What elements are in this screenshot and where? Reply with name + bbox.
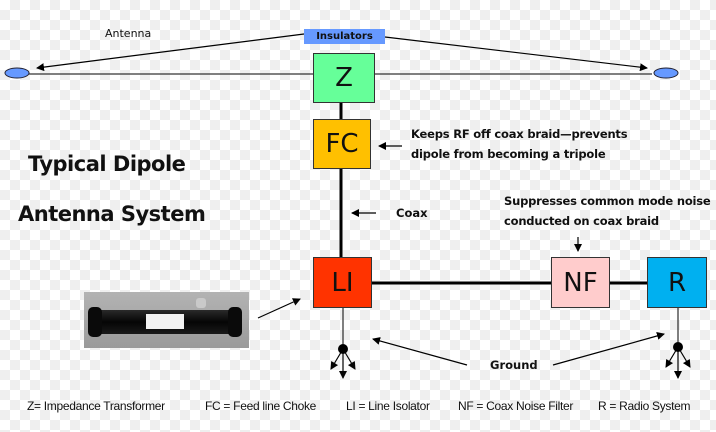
isolator-cap-left xyxy=(88,307,102,337)
box-radio-system: R xyxy=(647,257,707,308)
ground-arrow-left xyxy=(372,337,468,366)
end-insulator-left xyxy=(4,67,30,79)
legend-fc: FC = Feed line Choke xyxy=(205,399,317,413)
isolator-cap-right xyxy=(228,307,242,337)
box-nf-label: NF xyxy=(563,267,598,298)
legend-r: R = Radio System xyxy=(598,399,691,413)
legend-li: LI = Line Isolator xyxy=(346,399,430,413)
box-impedance-transformer: Z xyxy=(313,53,375,103)
ground-symbol-li xyxy=(330,308,356,379)
choke-note-line1: Keeps RF off coax braid—prevents xyxy=(411,127,628,141)
box-r-label: R xyxy=(667,267,687,298)
wingnut xyxy=(196,298,206,308)
coax-label: Coax xyxy=(396,206,428,220)
box-z-label: Z xyxy=(335,63,353,93)
box-li-label: LI xyxy=(331,267,354,298)
legend-nf: NF = Coax Noise Filter xyxy=(458,399,574,413)
antenna-arrow-left xyxy=(36,33,305,72)
insulators-label: Insulators xyxy=(316,31,373,42)
filter-note: Suppresses common mode noise conducted o… xyxy=(504,191,711,231)
line-isolator-photo xyxy=(84,292,249,348)
ground-label: Ground xyxy=(490,358,538,372)
box-noise-filter: NF xyxy=(551,257,610,308)
filter-note-line2: conducted on coax braid xyxy=(504,214,659,228)
box-line-isolator: LI xyxy=(313,257,372,308)
diagram-title-line1: Typical Dipole xyxy=(28,152,186,176)
photo-arrow xyxy=(257,298,301,319)
choke-note-line2: dipole from becoming a tripole xyxy=(411,147,606,161)
isolator-label-tag xyxy=(146,314,184,329)
center-insulator: Insulators xyxy=(304,29,385,44)
ground-arrow-right xyxy=(552,332,665,366)
antenna-arrow-right xyxy=(384,36,648,72)
filter-note-line1: Suppresses common mode noise xyxy=(504,194,711,208)
legend-z: Z= Impedance Transformer xyxy=(27,399,165,413)
antenna-label: Antenna xyxy=(105,27,152,40)
diagram-title-line2: Antenna System xyxy=(18,202,206,226)
end-insulator-right xyxy=(653,67,679,79)
ground-symbol-r xyxy=(665,308,691,379)
choke-note: Keeps RF off coax braid—prevents dipole … xyxy=(411,124,628,164)
box-feedline-choke: FC xyxy=(313,119,371,169)
box-fc-label: FC xyxy=(325,129,359,159)
